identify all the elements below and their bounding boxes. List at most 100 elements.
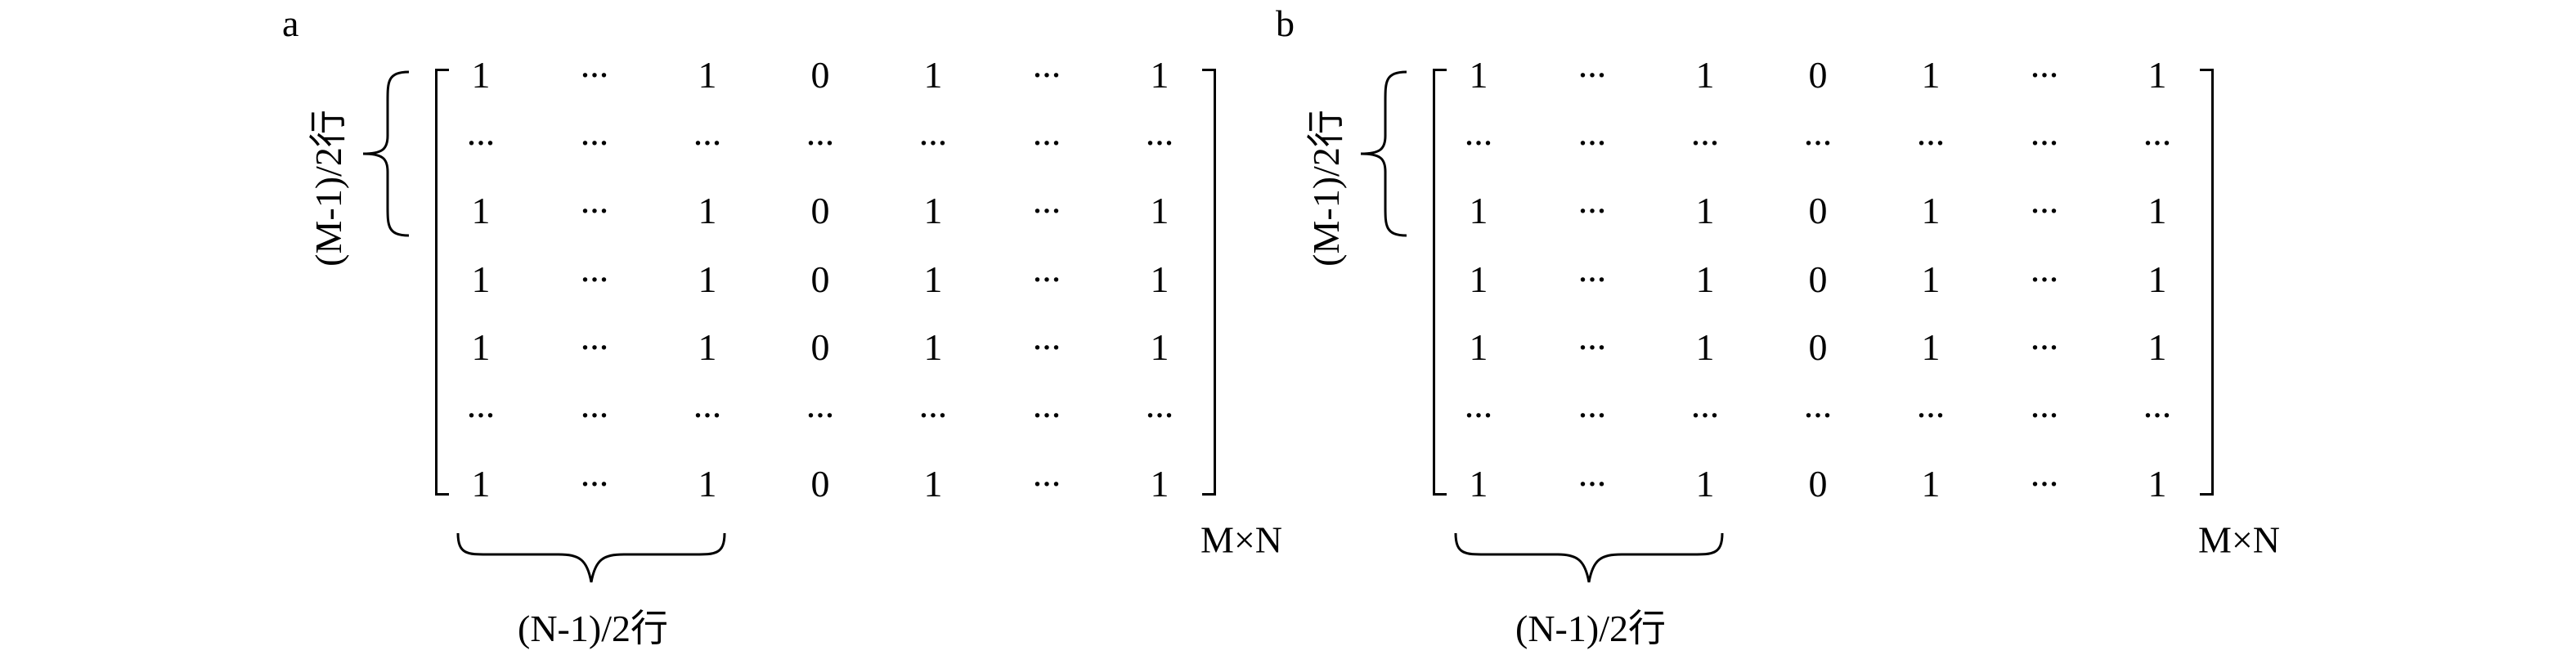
- matrix-cell: ...: [693, 111, 722, 153]
- matrix-cell: 1: [1150, 463, 1169, 505]
- matrix-cell: ...: [1803, 111, 1833, 153]
- matrix-cell: 0: [810, 54, 830, 96]
- matrix-cell: ...: [806, 384, 835, 425]
- matrix-cell: 1: [1150, 190, 1169, 231]
- matrix-cell: ...: [806, 111, 835, 153]
- matrix-cell: ...: [918, 384, 948, 425]
- matrix-cell: 0: [810, 258, 830, 300]
- matrix-cell: 1: [1921, 463, 1941, 505]
- matrix-cell: ...: [2030, 111, 2059, 153]
- matrix-panel-b: b 1... 1 0 1... 1..................... 1... 1 0…: [998, 0, 2286, 655]
- matrix-cell: ...: [2030, 179, 2059, 221]
- matrix-cell: 1: [1695, 463, 1715, 505]
- matrix-cell: ...: [466, 111, 496, 153]
- matrix-cell: ...: [580, 248, 609, 289]
- matrix-cell: 1: [1695, 190, 1715, 231]
- matrix-cell: 1: [2147, 258, 2167, 300]
- right-bracket: [1202, 69, 1216, 496]
- matrix-cell: ...: [1577, 43, 1607, 85]
- column-brace-icon: [456, 532, 726, 583]
- matrix-cell: 1: [1469, 326, 1488, 368]
- matrix-cell: 1: [471, 54, 491, 96]
- matrix-cell: ...: [580, 316, 609, 357]
- matrix-cell: 1: [698, 463, 717, 505]
- matrix-cell: ...: [1145, 111, 1174, 153]
- matrix-cell: 0: [1808, 190, 1828, 231]
- matrix-cell: ...: [1690, 384, 1720, 425]
- column-brace-label: (N-1)/2行: [518, 608, 668, 649]
- matrix-cell: ...: [1577, 316, 1607, 357]
- matrix-cell: 0: [1808, 463, 1828, 505]
- matrix-cell: 1: [471, 326, 491, 368]
- matrix-cell: ...: [1032, 111, 1061, 153]
- matrix-cell: ...: [693, 384, 722, 425]
- matrix-cell: 1: [471, 258, 491, 300]
- matrix-cell: 1: [1695, 258, 1715, 300]
- panel-label: a: [282, 2, 299, 44]
- matrix-cell: ...: [1916, 384, 1945, 425]
- matrix-cell: ...: [580, 452, 609, 494]
- left-bracket: [435, 69, 449, 496]
- matrix-cell: 1: [923, 54, 943, 96]
- matrix-cell: ...: [1916, 111, 1945, 153]
- matrix-cell: ...: [1577, 248, 1607, 289]
- matrix-cell: ...: [1577, 111, 1607, 153]
- row-brace-label: (M-1)/2行: [1305, 110, 1347, 267]
- matrix-cell: ...: [2030, 384, 2059, 425]
- matrix-cell: 1: [2147, 326, 2167, 368]
- column-brace-icon: [1454, 532, 1724, 583]
- row-brace-label: (M-1)/2行: [307, 110, 349, 267]
- matrix-cell: 0: [1808, 326, 1828, 368]
- matrix-cell: 1: [698, 258, 717, 300]
- matrix-cell: 1: [1150, 326, 1169, 368]
- matrix-cell: 1: [923, 190, 943, 231]
- matrix-cell: 1: [1695, 54, 1715, 96]
- matrix-cell: 1: [1469, 190, 1488, 231]
- matrix-cell: ...: [2030, 248, 2059, 289]
- matrix-cell: ...: [1803, 384, 1833, 425]
- matrix-cell: ...: [1032, 316, 1061, 357]
- matrix-panel-a: a 1... 1 0 1... 1..................... 1... 1 0…: [282, 2, 1283, 650]
- matrix-cell: 1: [1921, 258, 1941, 300]
- matrix-cell: 1: [2147, 54, 2167, 96]
- matrix-cell: ...: [1032, 43, 1061, 85]
- matrix-cell: 1: [923, 326, 943, 368]
- matrix-cell: ...: [2030, 316, 2059, 357]
- matrix-cell: 1: [2147, 463, 2167, 505]
- matrix-cell: 0: [810, 326, 830, 368]
- matrix-cell: ...: [466, 384, 496, 425]
- row-brace-icon: [362, 70, 410, 237]
- matrix-cell: ...: [580, 384, 609, 425]
- matrix-cell: 1: [923, 463, 943, 505]
- matrix-cell: ...: [1577, 179, 1607, 221]
- matrix-cell: 1: [698, 54, 717, 96]
- matrix-cell: 1: [2147, 190, 2167, 231]
- matrix-cell: 0: [810, 190, 830, 231]
- matrix-cell: 1: [1469, 463, 1488, 505]
- matrix-cell: 1: [471, 463, 491, 505]
- matrix-cell: 1: [698, 190, 717, 231]
- right-bracket: [2200, 69, 2214, 496]
- panel-label: b: [1276, 2, 1295, 44]
- matrix-cell: 0: [810, 463, 830, 505]
- matrix-cell: ...: [580, 111, 609, 153]
- matrix-cell: ...: [2143, 111, 2172, 153]
- matrix-cell: 1: [1469, 54, 1488, 96]
- matrix-cell: 1: [1469, 258, 1488, 300]
- matrix-cell: ...: [580, 43, 609, 85]
- matrix-size-label: M×N: [1200, 518, 1283, 561]
- matrix-cell: ...: [1032, 452, 1061, 494]
- matrix-cell: ...: [1145, 384, 1174, 425]
- matrix-cell: 1: [698, 326, 717, 368]
- matrix-cell: 1: [1150, 258, 1169, 300]
- matrix-cell: ...: [1032, 384, 1061, 425]
- matrix-cell: ...: [918, 111, 948, 153]
- matrix-cell: ...: [1577, 452, 1607, 494]
- matrix-cell: ...: [2030, 452, 2059, 494]
- matrix-cell: ...: [1690, 111, 1720, 153]
- matrix-cell: 1: [471, 190, 491, 231]
- matrix-cell: 0: [1808, 258, 1828, 300]
- column-brace-label: (N-1)/2行: [1515, 608, 1666, 649]
- matrix-cell: ...: [1032, 179, 1061, 221]
- matrix-cell: 1: [1921, 190, 1941, 231]
